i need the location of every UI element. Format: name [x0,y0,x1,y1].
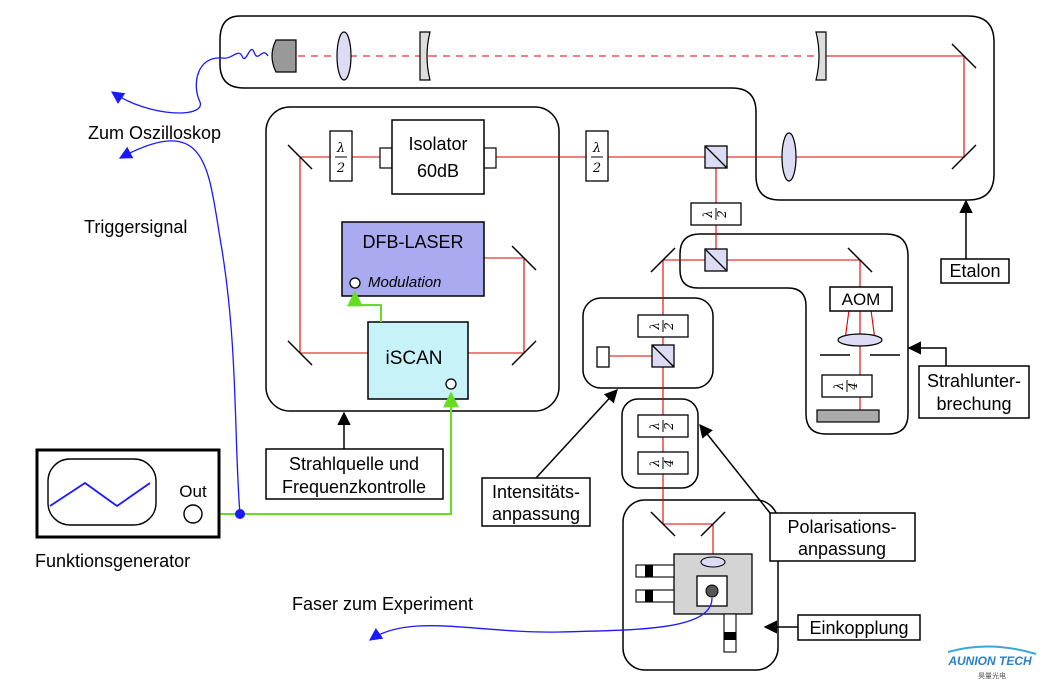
sawtooth-waveform-icon [49,481,151,508]
svg-text:2: 2 [662,422,676,431]
svg-text:Einkopplung: Einkopplung [809,618,908,638]
svg-text:Polarisations-: Polarisations- [787,517,896,537]
modulation-input-port [349,277,361,289]
label-etalon: Etalon [940,258,1010,284]
etalon-lens-2 [781,132,797,182]
svg-text:AUNION TECH: AUNION TECH [947,654,1032,668]
mirror-center-top [650,247,676,273]
svg-text:Strahlunter-: Strahlunter- [927,371,1021,391]
fiber-to-experiment [368,597,713,641]
svg-text:anpassung: anpassung [798,539,886,559]
waveplate-intensity-half: λ 2 [637,314,689,338]
mirror-laser-top-right [511,245,537,271]
mirror-etalon-bottom-right [951,144,977,170]
fiber-coupler-head-icon [271,39,297,73]
out-label: Out [179,482,207,501]
signal-cables [110,49,713,641]
beam-interruption-enclosure [679,233,909,435]
aom: AOM [829,286,893,312]
svg-text:4: 4 [846,382,860,391]
fiber-coupler [635,553,753,653]
pbs-cube-aom [704,248,728,272]
beam-splitter-cubes [651,145,728,368]
waveplate-vertical-half: λ 2 [690,202,742,226]
svg-text:λ: λ [336,141,345,156]
svg-text:2: 2 [662,322,676,331]
mirror-etalon-top-right [951,43,977,69]
beam-dump [596,346,610,368]
dfb-laser: DFB-LASER Modulation [341,221,485,297]
function-generator: Out [35,448,221,539]
label-einkopplung: Einkopplung [797,614,921,641]
svg-text:brechung: brechung [936,394,1011,414]
iscan-input-port [445,378,457,390]
mirror-laser-bottom-left [287,340,313,366]
label-strahlquelle: Strahlquelle und Frequenzkontrolle [265,448,444,500]
isolator: Isolator 60dB [379,119,497,195]
etalon-lens-1 [336,31,352,81]
label-zum-oszilloskop: Zum Oszilloskop [88,123,221,143]
svg-text:λ: λ [648,422,662,431]
mirror-aom-corner [847,247,873,273]
svg-text:2: 2 [336,161,345,176]
iscan-unit: iSCAN [367,321,469,400]
svg-text:Strahlquelle und: Strahlquelle und [289,454,419,474]
oscilloscope-cable [110,49,269,114]
svg-text:2: 2 [592,161,601,176]
iscan-label: iSCAN [385,348,442,369]
svg-text:λ: λ [592,141,601,156]
mirror-coupling-right [700,511,726,537]
waveplate-laser-half: λ 2 [329,130,353,182]
svg-text:λ: λ [701,210,715,219]
waveplate-aom-quarter: λ 4 [821,374,873,398]
waveplate-main-half: λ 2 [585,130,609,182]
out-port [183,504,203,524]
etalon-mirror-right [815,31,827,81]
aunion-tech-logo: AUNION TECH 昊量光电 [947,645,1037,680]
svg-text:Frequenzkontrolle: Frequenzkontrolle [282,477,426,497]
dfb-laser-label: DFB-LASER [362,232,463,252]
pbs-cube-main [704,145,728,169]
callout-arrows [337,199,973,634]
isolator-label: Isolator [408,134,467,154]
mirror-coupling-left [650,511,676,537]
intensity-enclosure [582,297,714,389]
mirrors [287,43,977,537]
svg-text:λ: λ [648,322,662,331]
isolator-attenuation: 60dB [417,161,459,181]
modulation-label: Modulation [368,274,441,291]
mirror-laser-bottom-right [511,340,537,366]
aom-label: AOM [842,290,881,309]
pbs-cube-intensity [651,344,675,368]
svg-text:Intensitäts-: Intensitäts- [492,482,580,502]
trigger-cable [118,140,241,515]
beam-source-enclosure [265,106,560,412]
label-polarisation: Polarisations- anpassung [769,512,916,562]
waveplate-polarisation-quarter: λ 4 [637,451,689,475]
coupling-enclosure [622,499,779,671]
svg-text:λ: λ [832,382,846,391]
etalon-mirror-left [419,31,431,81]
polarisation-enclosure [621,398,699,489]
label-faser-zum-experiment: Faser zum Experiment [292,594,473,614]
svg-text:2: 2 [715,210,729,219]
svg-text:4: 4 [662,459,676,468]
aom-lens [837,333,883,347]
label-funktionsgenerator: Funktionsgenerator [35,551,190,571]
svg-text:Etalon: Etalon [949,261,1000,281]
label-intensitaet: Intensitäts- anpassung [481,477,591,527]
label-triggersignal: Triggersignal [84,217,187,237]
label-strahlunterbrechung: Strahlunter- brechung [918,365,1030,419]
mirror-laser-top-left [287,144,313,170]
trigger-junction [235,509,245,519]
waveplate-polarisation-half: λ 2 [637,414,689,438]
etalon-enclosure [219,15,995,201]
svg-text:anpassung: anpassung [492,504,580,524]
svg-text:λ: λ [648,459,662,468]
svg-text:昊量光电: 昊量光电 [978,671,1006,680]
aom-retro-mirror [816,409,880,423]
